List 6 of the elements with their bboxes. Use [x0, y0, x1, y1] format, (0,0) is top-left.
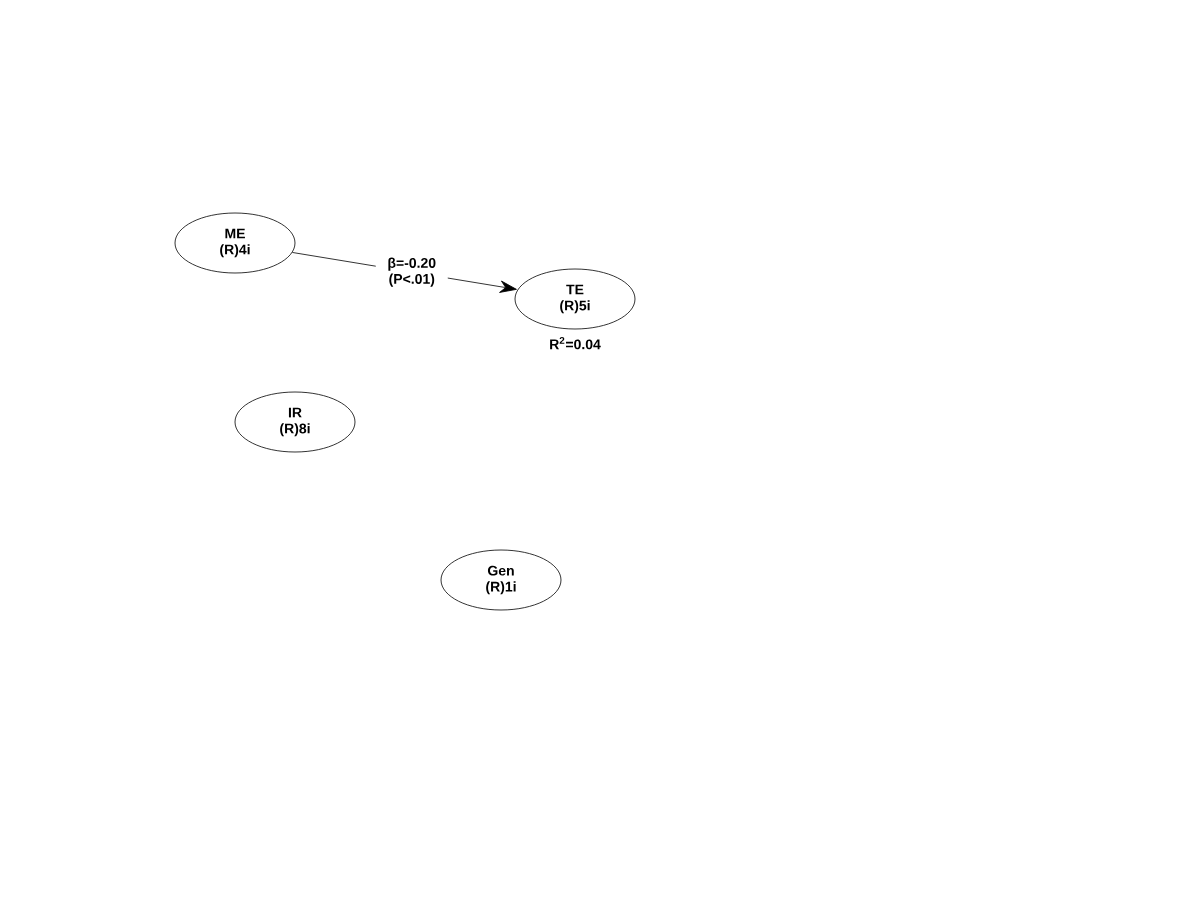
ellipse-node: TE (R)5i	[514, 268, 636, 330]
ellipse-node: Gen (R)1i	[440, 549, 562, 611]
edge-label: β=-0.20 (P<.01)	[375, 256, 448, 288]
ellipse-node: IR (R)8i	[234, 391, 356, 453]
ellipse-node: ME (R)4i	[174, 212, 296, 274]
r-squared-label: R$^{2}$=0.04	[550, 337, 601, 350]
